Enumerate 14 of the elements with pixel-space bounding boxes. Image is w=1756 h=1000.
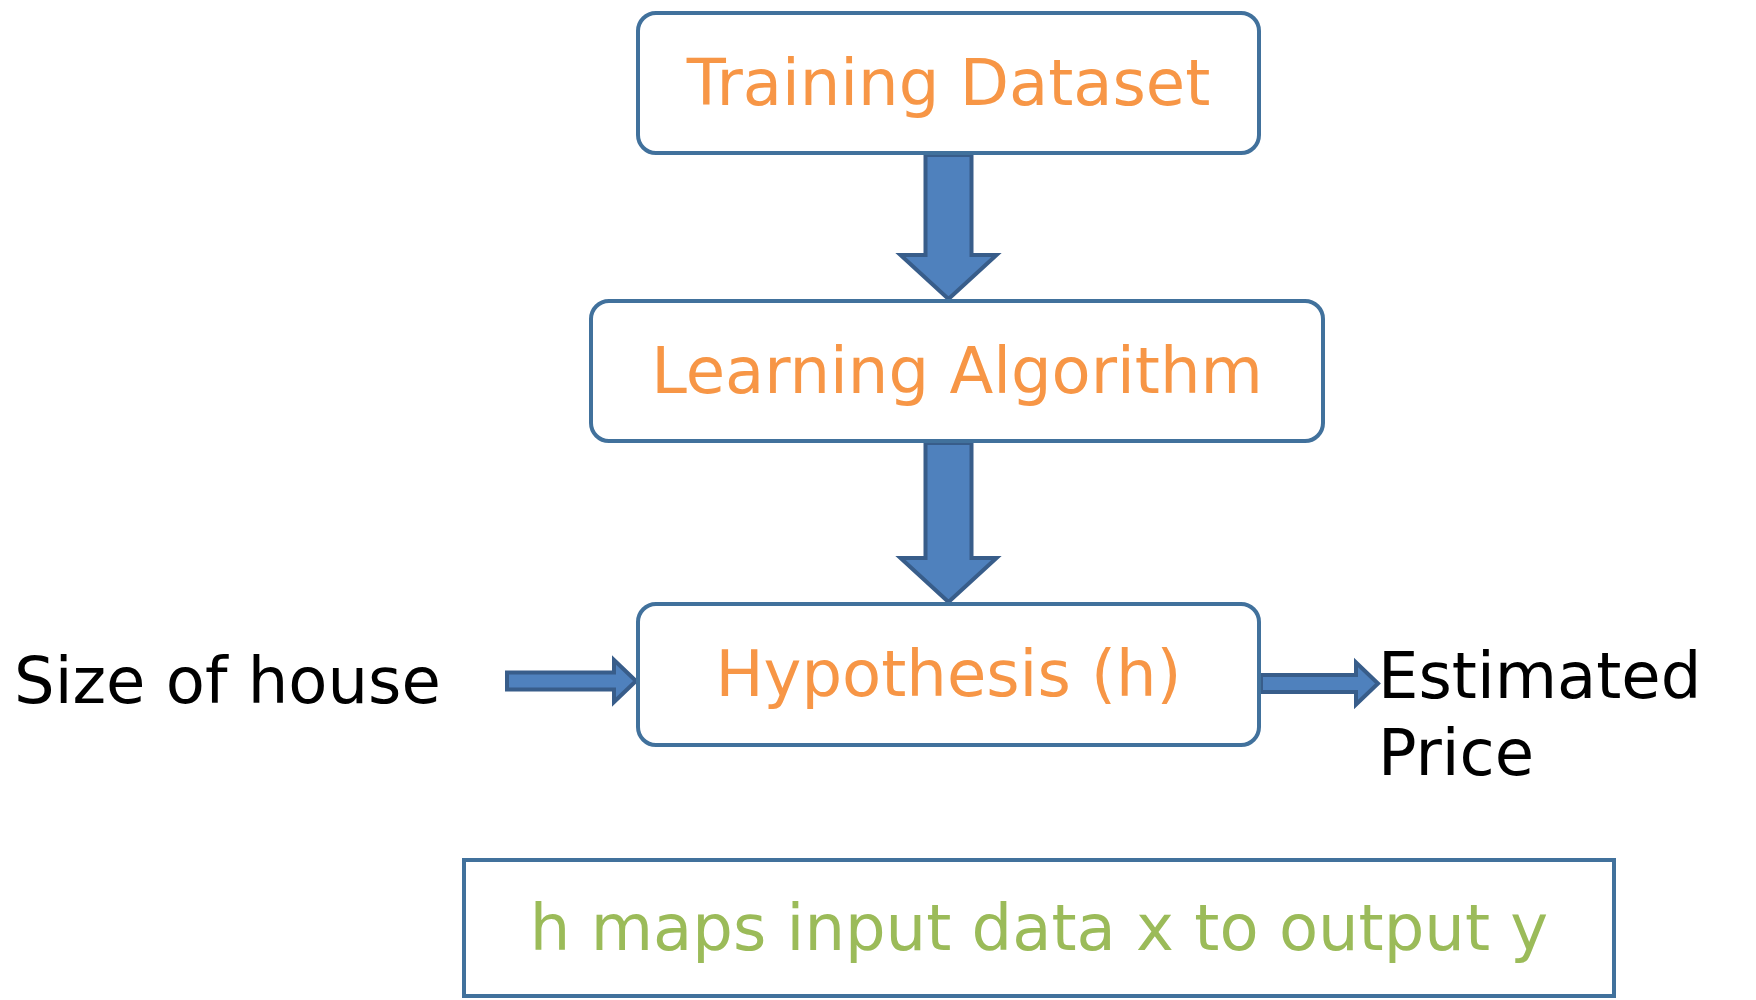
note-box — [462, 858, 1616, 998]
input-label: Size of house — [14, 642, 441, 720]
block-arrow — [1259, 657, 1381, 710]
box-label: Hypothesis (h) — [715, 636, 1182, 713]
box-label: h maps input data x to output y — [529, 889, 1549, 967]
block-arrow — [895, 153, 1002, 302]
box-label: Training Dataset — [686, 44, 1211, 122]
block-arrow — [895, 441, 1002, 605]
box-label: Learning Algorithm — [651, 332, 1263, 410]
process-box — [636, 11, 1261, 155]
block-arrow — [505, 655, 639, 707]
process-box — [589, 299, 1325, 443]
process-box — [636, 602, 1261, 747]
output-label: Estimated Price — [1378, 638, 1703, 792]
